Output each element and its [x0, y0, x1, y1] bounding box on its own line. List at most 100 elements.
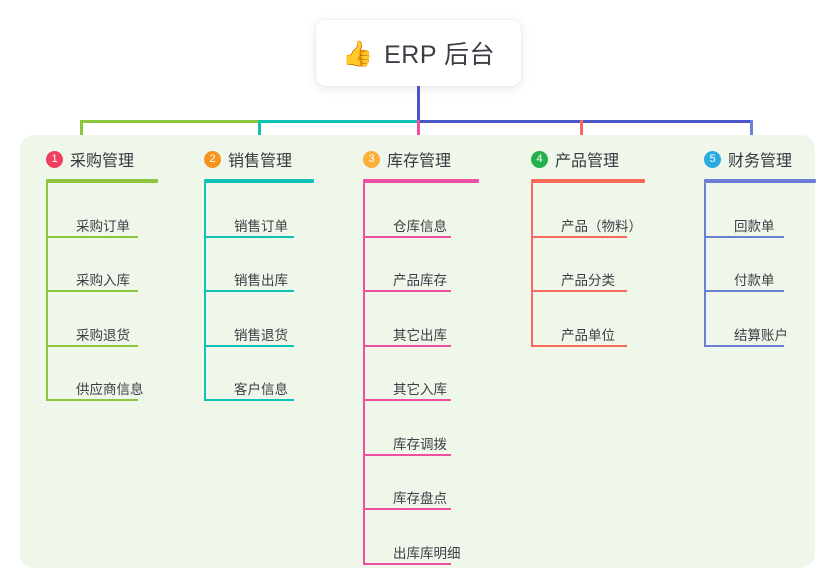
leaf-spine: [46, 292, 48, 347]
leaf-spine: [704, 292, 706, 347]
column-underline-2: [204, 179, 314, 183]
leaf-label: 出库库明细: [393, 545, 461, 561]
leaf-item[interactable]: 付款单: [704, 237, 816, 292]
leaf-spine: [204, 292, 206, 347]
column-1: 1 采购管理采购订单采购入库采购退货供应商信息: [46, 146, 158, 401]
column-title-4: 产品管理: [555, 153, 620, 170]
leaf-spine: [531, 183, 533, 238]
column-badge-1: 1: [46, 150, 63, 168]
leaf-underline: [363, 344, 451, 347]
leaf-underline: [363, 399, 451, 401]
column-drop-2: [258, 120, 261, 148]
column-items-1: 采购订单采购入库采购退货供应商信息: [46, 183, 158, 401]
leaf-item[interactable]: 库存盘点: [363, 455, 479, 510]
column-header-2[interactable]: 2 销售管理: [204, 146, 314, 172]
leaf-item[interactable]: 其它出库: [363, 292, 479, 347]
leaf-label: 销售订单: [234, 218, 288, 234]
leaf-spine: [704, 183, 706, 238]
root-node[interactable]: 👍 ERP 后台: [316, 20, 521, 86]
leaf-spine: [363, 346, 365, 401]
leaf-label: 仓库信息: [393, 218, 447, 234]
column-header-3[interactable]: 3 库存管理: [363, 146, 479, 172]
leaf-spine: [46, 237, 48, 292]
leaf-underline: [363, 290, 451, 292]
leaf-item[interactable]: 销售订单: [204, 183, 314, 238]
leaf-spine: [531, 292, 533, 347]
leaf-item[interactable]: 结算账户: [704, 292, 816, 347]
leaf-item[interactable]: 出库库明细: [363, 510, 479, 565]
leaf-spine: [531, 237, 533, 292]
leaf-item[interactable]: 销售出库: [204, 237, 314, 292]
bus-segment-teal: [258, 120, 420, 123]
leaf-spine: [704, 237, 706, 292]
leaf-spine: [363, 455, 365, 510]
column-underline-3: [363, 179, 479, 183]
leaf-item[interactable]: 采购退货: [46, 292, 158, 347]
leaf-spine: [204, 183, 206, 238]
leaf-underline: [46, 399, 138, 401]
leaf-label: 产品库存: [393, 273, 447, 288]
leaf-underline: [46, 344, 138, 347]
leaf-item[interactable]: 其它入库: [363, 346, 479, 401]
column-drop-5: [750, 120, 753, 148]
leaf-label: 产品单位: [561, 327, 615, 343]
leaf-item[interactable]: 采购订单: [46, 183, 158, 238]
column-badge-4: 4: [531, 150, 548, 168]
leaf-label: 库存盘点: [393, 491, 447, 506]
column-4: 4 产品管理产品（物料）产品分类产品单位: [531, 146, 645, 347]
leaf-item[interactable]: 库存调拨: [363, 401, 479, 456]
leaf-item[interactable]: 回款单: [704, 183, 816, 238]
root-drop-connector: [417, 86, 420, 123]
column-title-5: 财务管理: [728, 153, 793, 170]
column-badge-3: 3: [363, 150, 380, 168]
leaf-spine: [46, 346, 48, 401]
leaf-underline: [363, 562, 451, 565]
column-2: 2 销售管理销售订单销售出库销售退货客户信息: [204, 146, 314, 401]
leaf-spine: [204, 237, 206, 292]
leaf-item[interactable]: 采购入库: [46, 237, 158, 292]
column-badge-2: 2: [204, 150, 221, 168]
thumbs-up-icon: 👍: [341, 38, 374, 68]
leaf-underline: [704, 235, 784, 238]
column-header-4[interactable]: 4 产品管理: [531, 146, 645, 172]
leaf-underline: [363, 453, 451, 456]
leaf-label: 采购订单: [76, 218, 130, 234]
column-header-1[interactable]: 1 采购管理: [46, 146, 158, 172]
leaf-item[interactable]: 仓库信息: [363, 183, 479, 238]
leaf-item[interactable]: 产品分类: [531, 237, 645, 292]
leaf-underline: [204, 344, 294, 347]
leaf-label: 回款单: [734, 218, 775, 234]
content-panel: [20, 135, 815, 568]
leaf-spine: [204, 346, 206, 401]
leaf-item[interactable]: 客户信息: [204, 346, 314, 401]
bus-segment-blue: [418, 120, 753, 123]
leaf-spine: [363, 401, 365, 456]
column-title-1: 采购管理: [70, 153, 135, 170]
column-underline-1: [46, 179, 158, 183]
column-drop-4: [580, 120, 583, 148]
leaf-label: 库存调拨: [393, 436, 447, 452]
column-title-2: 销售管理: [228, 153, 293, 170]
leaf-underline: [46, 290, 138, 292]
leaf-underline: [363, 508, 451, 510]
leaf-item[interactable]: 销售退货: [204, 292, 314, 347]
bus-segment-green: [80, 120, 260, 123]
leaf-underline: [363, 235, 451, 238]
leaf-item[interactable]: 产品（物料）: [531, 183, 645, 238]
leaf-spine: [363, 510, 365, 565]
leaf-label: 其它入库: [393, 382, 447, 397]
leaf-item[interactable]: 产品单位: [531, 292, 645, 347]
column-items-2: 销售订单销售出库销售退货客户信息: [204, 183, 314, 401]
leaf-label: 销售出库: [234, 273, 288, 288]
leaf-underline: [204, 235, 294, 238]
leaf-item[interactable]: 供应商信息: [46, 346, 158, 401]
column-title-3: 库存管理: [387, 153, 452, 170]
leaf-label: 供应商信息: [76, 382, 144, 397]
leaf-item[interactable]: 产品库存: [363, 237, 479, 292]
column-underline-4: [531, 179, 645, 183]
leaf-underline: [531, 235, 627, 238]
leaf-spine: [363, 183, 365, 238]
